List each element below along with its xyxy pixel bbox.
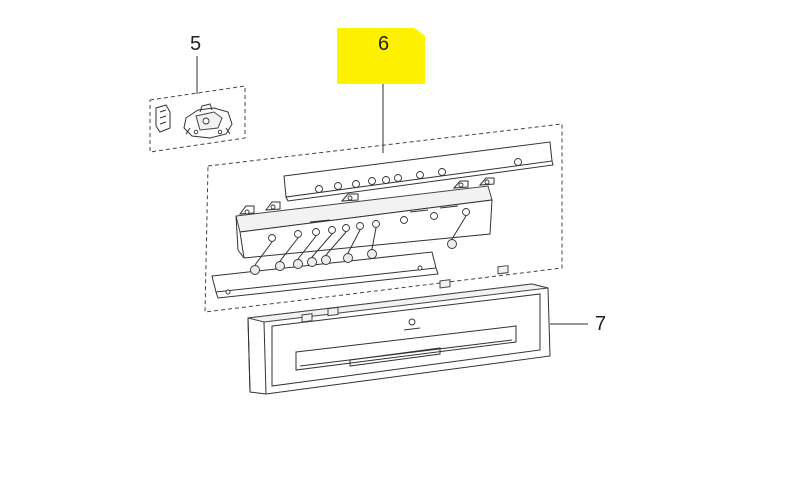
part-6-lower-pcb [211,215,467,299]
part-5-bracket [183,103,233,139]
part-6-top-strip [283,141,554,202]
part-6-boundary [204,123,563,313]
part-6-electronic-module [235,177,495,259]
callout-7: 7 [595,313,607,335]
part-5-latch [155,104,171,133]
part-5-boundary [149,85,246,153]
callout-5: 5 [190,33,202,55]
callout-6-highlight [337,28,425,84]
part-7-control-panel [247,265,551,395]
callout-6: 6 [378,33,390,55]
